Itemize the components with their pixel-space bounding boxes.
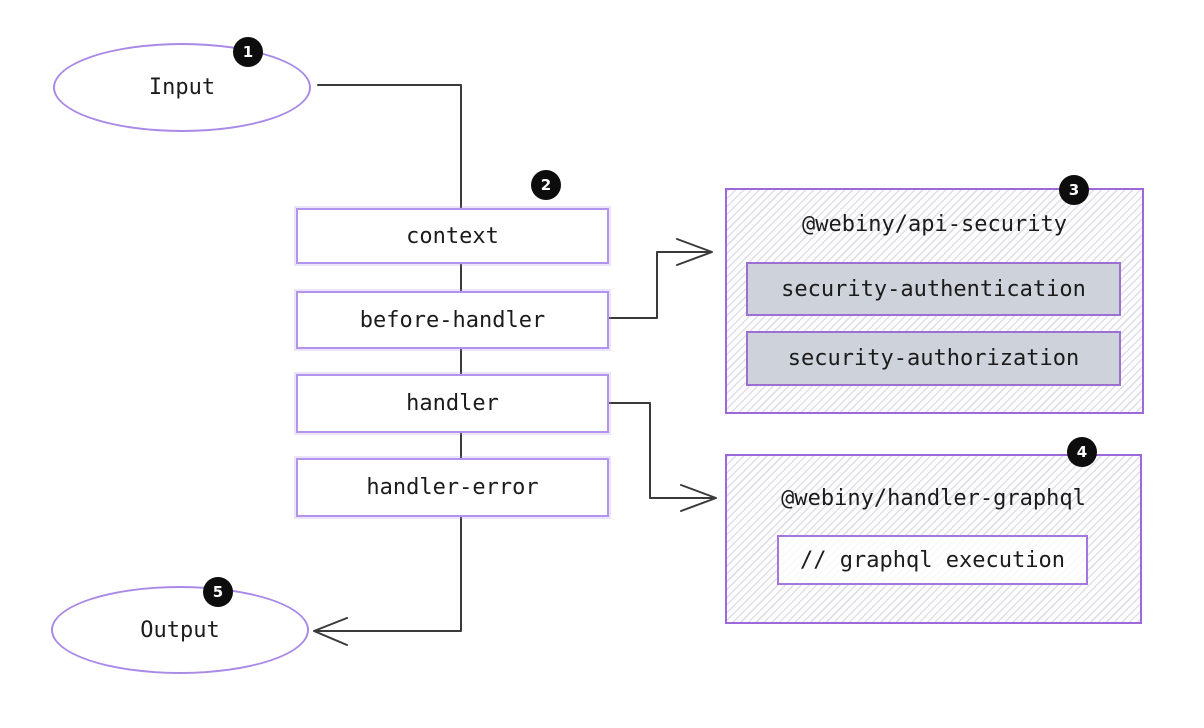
step-badge-2-number: 2 xyxy=(540,176,552,194)
step-badge-3-number: 3 xyxy=(1068,181,1080,199)
connector-before-handler-to-api-security xyxy=(604,251,709,319)
connector-handler-to-handler-graphql xyxy=(604,402,713,499)
node-handler-error: handler-error xyxy=(296,458,609,517)
plugin-item-security-authorization-label: security-authorization xyxy=(787,346,1080,371)
step-badge-3: 3 xyxy=(1059,175,1089,205)
panel-handler-graphql: @webiny/handler-graphql // graphql execu… xyxy=(725,454,1142,624)
step-badge-5: 5 xyxy=(203,577,233,607)
arrowhead-into-handler-graphql xyxy=(680,484,717,512)
node-before-handler: before-handler xyxy=(296,291,609,349)
node-handler-error-label: handler-error xyxy=(366,475,539,500)
arrowhead-into-output xyxy=(313,617,348,646)
node-output: Output xyxy=(51,586,309,674)
node-output-label: Output xyxy=(140,617,220,643)
step-badge-5-number: 5 xyxy=(212,583,224,601)
panel-api-security-title: @webiny/api-security xyxy=(802,212,1067,237)
arrowhead-into-api-security xyxy=(676,238,713,266)
step-badge-2: 2 xyxy=(531,170,561,200)
node-handler: handler xyxy=(296,374,609,433)
plugin-item-security-authentication-label: security-authentication xyxy=(781,276,1086,302)
node-context-label: context xyxy=(406,223,499,249)
plugin-item-graphql-execution: // graphql execution xyxy=(777,535,1088,585)
connector-input-to-output xyxy=(315,84,462,632)
step-badge-1-number: 1 xyxy=(242,43,254,61)
node-input-label: Input xyxy=(148,75,216,100)
panel-api-security: @webiny/api-security security-authentica… xyxy=(725,188,1144,414)
node-context: context xyxy=(296,208,609,264)
step-badge-4: 4 xyxy=(1067,437,1097,467)
node-handler-label: handler xyxy=(406,391,499,416)
node-before-handler-label: before-handler xyxy=(359,307,546,333)
step-badge-4-number: 4 xyxy=(1076,443,1088,461)
node-input: Input xyxy=(53,43,311,132)
panel-handler-graphql-title: @webiny/handler-graphql xyxy=(781,486,1086,511)
plugin-item-security-authorization: security-authorization xyxy=(746,331,1121,386)
plugin-item-security-authentication: security-authentication xyxy=(746,262,1121,316)
plugin-item-graphql-execution-label: // graphql execution xyxy=(800,547,1065,573)
step-badge-1: 1 xyxy=(233,37,263,67)
